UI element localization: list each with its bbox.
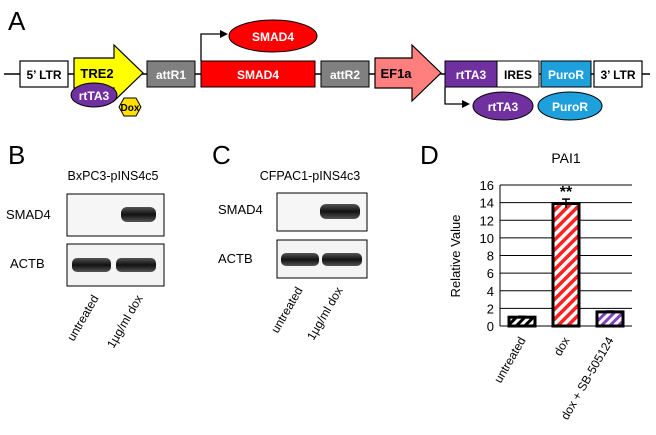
smad4-arrowhead (220, 30, 228, 38)
blot-b-smad4-band-dox (121, 207, 156, 222)
ltr5-element: 5’ LTR (19, 60, 69, 88)
panel-label-a: A (8, 6, 26, 36)
blot-c-lane-untreated: untreated (268, 285, 305, 336)
y-tick-label-16: 16 (480, 178, 494, 193)
chart-ylabel: Relative Value (448, 215, 463, 298)
y-tick-label-10: 10 (480, 231, 494, 246)
chart-title: PAI1 (551, 150, 581, 166)
blot-c-lane-dox: 1µg/ml dox (304, 285, 346, 343)
ltr5-label: 5’ LTR (26, 68, 61, 82)
blot-b-actb-band-untreated (72, 258, 111, 272)
rtta3-gene: rtTA3 (444, 60, 498, 88)
y-tick-label-8: 8 (487, 249, 494, 264)
dox-label: Dox (121, 103, 140, 114)
blot-c-actb-band-untreated (281, 253, 319, 266)
y-tick-label-14: 14 (480, 196, 494, 211)
smad4-gene: SMAD4 (200, 60, 316, 88)
blot-b-actb-band-dox (116, 258, 156, 272)
bar-untreated (507, 315, 537, 328)
x-tick-label-0: untreated (491, 335, 528, 386)
blot-b-row-smad4: SMAD4 (6, 207, 51, 222)
blot-b-row-actb: ACTB (10, 256, 45, 271)
rtta3-bound-protein: rtTA3 (70, 82, 118, 108)
rtta3-protein: rtTA3 (472, 91, 534, 121)
bar-dox-sb-505124 (595, 310, 625, 328)
puror-protein-label: PuroR (552, 100, 588, 114)
panel-label-c: C (212, 140, 231, 170)
blot-c-row-smad4: SMAD4 (218, 202, 263, 217)
y-tick-label-0: 0 (487, 319, 494, 334)
dox-molecule: Dox (118, 97, 142, 117)
y-tick-label-12: 12 (480, 213, 494, 228)
rtta3-gene-label: rtTA3 (456, 68, 487, 82)
attr1-element: attR1 (146, 60, 196, 88)
blot-b-lane-dox: 1µg/ml dox (104, 293, 146, 351)
blot-c-smad4-panel (276, 192, 368, 232)
ires-element: IRES (496, 60, 540, 88)
blot-c-row-actb: ACTB (218, 251, 253, 266)
rtta3-protein-label: rtTA3 (488, 100, 519, 114)
ef1a-promoter: EF1a (374, 43, 442, 103)
smad4-protein: SMAD4 (228, 19, 318, 53)
tre2-label: TRE2 (80, 66, 113, 81)
blot-b-lane-untreated: untreated (64, 293, 101, 344)
blot-b-title: BxPC3-pINS4c5 (67, 169, 158, 183)
chart-error-bars (518, 198, 614, 319)
ires-label: IRES (504, 68, 532, 82)
rtta3-bound-label: rtTA3 (79, 89, 110, 103)
smad4-protein-label: SMAD4 (252, 30, 294, 44)
smad4-transcription-arrow (200, 33, 220, 61)
rtta3-transcription-arrow (444, 87, 462, 105)
chart-y-tick-labels: 0 2 4 6 8 10 12 14 16 (480, 178, 494, 334)
y-tick-label-4: 4 (487, 284, 494, 299)
blot-c-actb-band-dox (322, 253, 362, 266)
y-tick-label-6: 6 (487, 266, 494, 281)
blot-b-smad4-panel (66, 193, 165, 237)
puror-gene: PuroR (540, 60, 592, 88)
y-tick-label-2: 2 (487, 301, 494, 316)
puror-gene-label: PuroR (548, 68, 584, 82)
ef1a-label: EF1a (380, 66, 412, 81)
blot-b-actb-panel (66, 243, 165, 287)
ltr3-label: 3’ LTR (600, 68, 635, 82)
blot-c-title: CFPAC1-pINS4c3 (260, 169, 361, 183)
panel-label-d: D (420, 140, 439, 170)
ltr3-element: 3’ LTR (593, 60, 643, 88)
blot-c-smad4-band-dox (320, 204, 360, 219)
rtta3-arrowhead (462, 100, 470, 108)
bar-dox (551, 202, 581, 328)
panel-label-b: B (8, 140, 25, 170)
attr2-label: attR2 (330, 68, 360, 82)
chart-significance-annotation: ** (560, 184, 573, 201)
x-tick-label-1: dox (551, 335, 573, 359)
puror-protein: PuroR (537, 91, 603, 121)
attr1-label: attR1 (156, 68, 186, 82)
attr2-element: attR2 (320, 60, 370, 88)
smad4-gene-label: SMAD4 (237, 68, 279, 82)
blot-c-actb-panel (276, 239, 368, 279)
chart-bars (507, 202, 625, 328)
